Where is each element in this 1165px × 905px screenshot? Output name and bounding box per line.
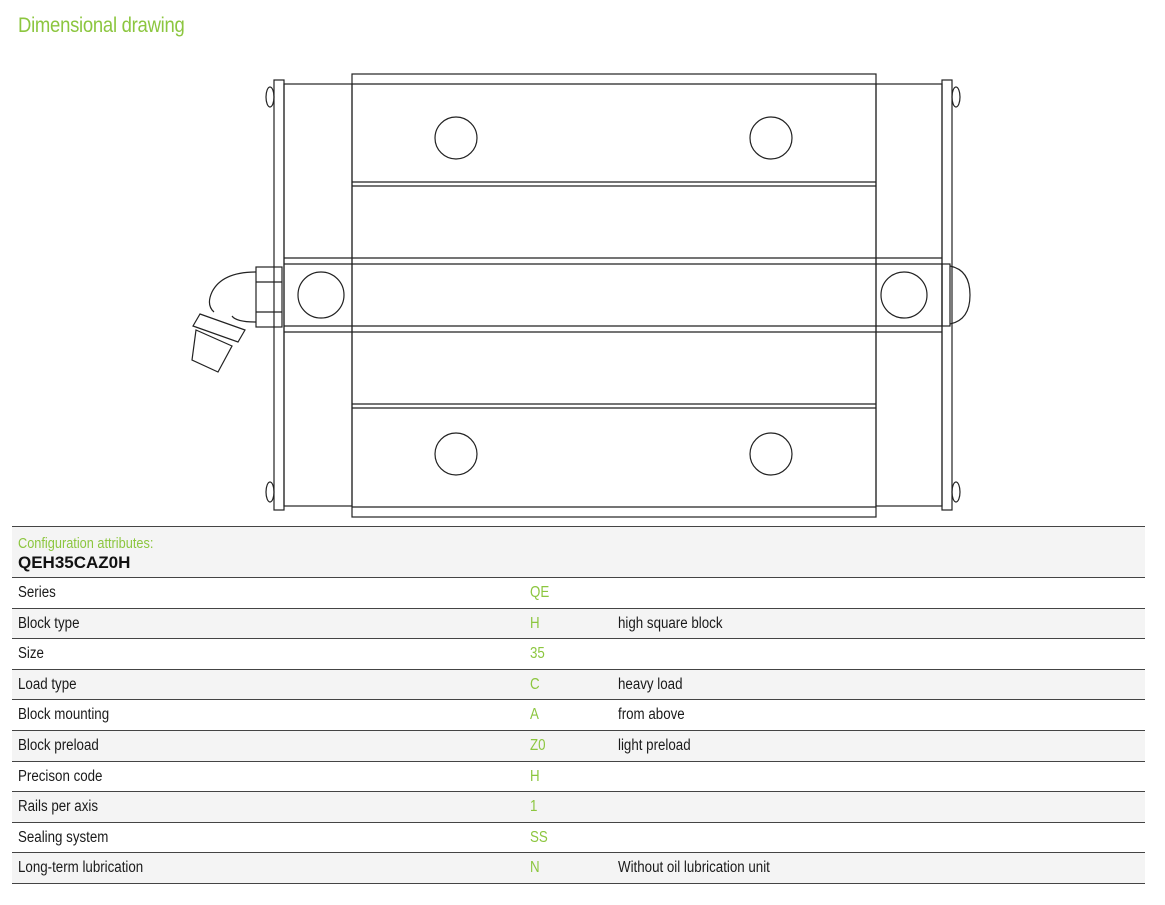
attribute-desc: high square block bbox=[618, 614, 723, 632]
attribute-desc: light preload bbox=[618, 736, 691, 754]
configuration-table: Configuration attributes: QEH35CAZ0H Ser… bbox=[12, 526, 1145, 884]
dimensional-drawing bbox=[191, 73, 971, 518]
attribute-name: Series bbox=[18, 584, 56, 601]
attribute-code: 35 bbox=[530, 645, 545, 663]
attribute-code: H bbox=[530, 614, 540, 632]
attribute-desc: Without oil lubrication unit bbox=[618, 859, 770, 877]
attribute-name: Precison code bbox=[18, 767, 103, 785]
attribute-code: QE bbox=[530, 584, 550, 601]
attribute-name: Long-term lubrication bbox=[18, 859, 144, 877]
attribute-code: H bbox=[530, 767, 540, 785]
attribute-code: A bbox=[530, 706, 539, 724]
table-row: Sealing system SS bbox=[12, 823, 1145, 854]
table-row: Block preload Z0 light preload bbox=[12, 730, 1145, 762]
configuration-code: QEH35CAZ0H bbox=[18, 553, 131, 572]
attribute-name: Block preload bbox=[18, 736, 99, 754]
attribute-code: C bbox=[530, 675, 540, 693]
table-row: Long-term lubrication N Without oil lubric… bbox=[12, 853, 1145, 884]
table-row: Precison code H bbox=[12, 762, 1145, 793]
table-row: Rails per axis 1 bbox=[12, 792, 1145, 823]
configuration-label: Configuration attributes: bbox=[18, 535, 154, 552]
attribute-code: 1 bbox=[530, 798, 538, 816]
table-row: Size 35 bbox=[12, 639, 1145, 670]
attribute-code: SS bbox=[530, 828, 548, 846]
attribute-name: Load type bbox=[18, 675, 77, 693]
attribute-desc: heavy load bbox=[618, 675, 683, 693]
attribute-code: Z0 bbox=[530, 736, 546, 754]
table-row: Series QE bbox=[12, 578, 1145, 609]
attribute-name: Rails per axis bbox=[18, 798, 99, 816]
attribute-code: N bbox=[530, 859, 540, 877]
page-title: Dimensional drawing bbox=[18, 14, 185, 37]
attribute-name: Block type bbox=[18, 614, 80, 632]
attribute-name: Size bbox=[18, 645, 44, 663]
configuration-header: Configuration attributes: QEH35CAZ0H bbox=[12, 526, 1145, 578]
attribute-name: Block mounting bbox=[18, 706, 110, 724]
attribute-desc: from above bbox=[618, 706, 685, 724]
attribute-name: Sealing system bbox=[18, 828, 109, 846]
